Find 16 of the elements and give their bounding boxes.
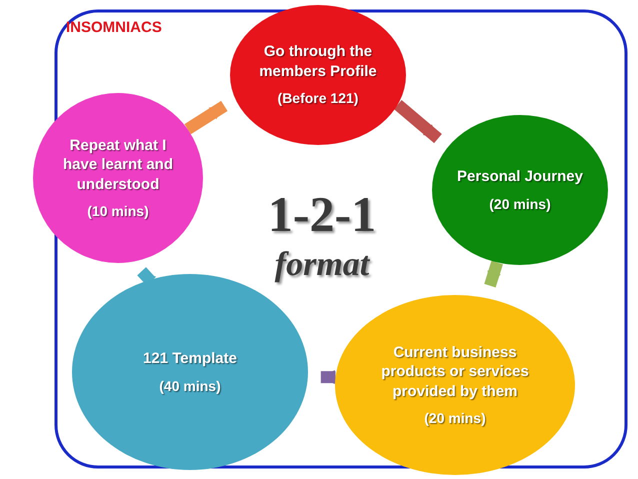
step-text: Personal Journey <box>457 167 583 187</box>
arrow <box>184 100 228 134</box>
duration-text: (Before 121) <box>278 89 358 108</box>
heading-text: format <box>274 246 370 284</box>
arrow <box>484 260 503 288</box>
arrow <box>394 100 442 144</box>
step-text: 121 Template <box>143 349 237 369</box>
step-text: Repeat what I have learnt and understood <box>62 136 174 194</box>
chapter-name: INSOMNIACS <box>66 19 162 36</box>
step-text: Current business products or services provided by them <box>380 342 530 402</box>
duration-text: (10 mins) <box>87 202 149 220</box>
step-text: Go through the members Profile <box>258 42 378 82</box>
duration-text: (20 mins) <box>424 409 486 428</box>
duration-text: (40 mins) <box>159 376 221 395</box>
heading-text: 1-2-1 <box>268 185 376 243</box>
duration-text: (20 mins) <box>489 194 551 213</box>
